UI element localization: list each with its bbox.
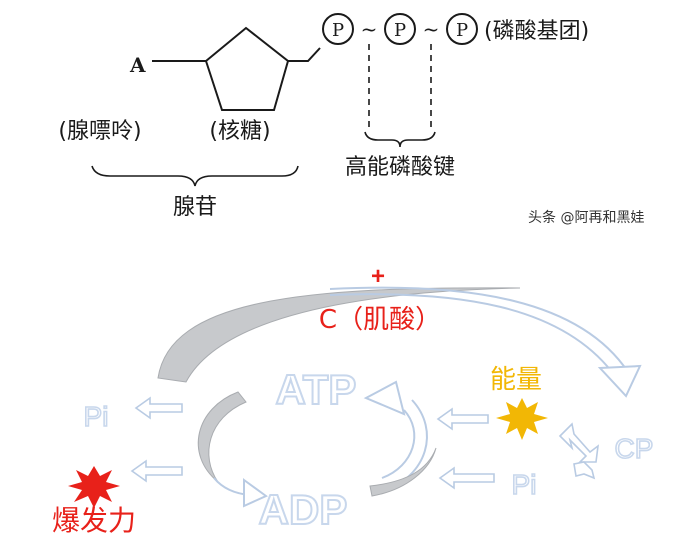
pi-input-arrow (438, 466, 495, 490)
phosphate-group-label: (磷酸基团) (484, 19, 589, 44)
atp-structure: A P ~ P ~ P (磷酸基团) (58, 13, 589, 220)
high-energy-bond-label: 高能磷酸键 (345, 155, 455, 180)
phosphate-circle (446, 13, 478, 45)
pi-left-label: Pi (84, 401, 109, 432)
high-energy-bond-brace (364, 131, 436, 148)
energy-label: 能量 (490, 365, 542, 395)
phosphate-letter: P (332, 20, 344, 41)
adenosine-label: 腺苷 (173, 195, 217, 220)
energy-star-icon (496, 398, 548, 440)
phosphate-circle (384, 13, 416, 45)
phosphate-letter: P (456, 20, 468, 41)
energy-release-arrow (130, 459, 183, 483)
pi-right-label: Pi (512, 469, 537, 500)
burst-star-icon (68, 466, 120, 508)
cp-label: CP (615, 433, 654, 464)
adenosine-brace (91, 165, 299, 187)
energy-input-arrow (436, 407, 489, 431)
energy-cycle: + C（肌酸） ATP ADP Pi 爆发力 (52, 263, 654, 536)
adp-label: ADP (259, 486, 348, 533)
high-energy-bond-tilde-1: ~ (361, 17, 378, 41)
pi-release-arrow (134, 396, 183, 420)
cycle-arc-right-outline-inner (381, 409, 416, 479)
cycle-arc-left-arrowhead (243, 478, 268, 508)
phosphate-circle (322, 13, 354, 45)
creatine-arc-arrowhead (597, 364, 642, 398)
watermark-text: 头条 @阿再和黑娃 (528, 209, 644, 226)
ribose-pentagon (204, 26, 290, 111)
creatine-arc-outline-inner (329, 293, 613, 373)
phosphate-letter: P (394, 20, 406, 41)
cp-exchange-arrow-upper (558, 422, 600, 463)
ribose-label: (核糖) (209, 119, 270, 144)
high-energy-bond-tilde-2: ~ (423, 17, 440, 41)
creatine-arc-outline-outer (329, 286, 629, 373)
creatine-label: C（肌酸） (319, 305, 441, 335)
phosphate-3: P (446, 13, 478, 45)
cycle-arc-right-gray (369, 447, 437, 497)
plus-sign: + (371, 263, 385, 290)
cp-exchange-arrow-lower (573, 461, 596, 480)
phosphate-2: P (384, 13, 416, 45)
burst-label: 爆发力 (52, 504, 136, 536)
cycle-arc-right-arrowhead (363, 380, 406, 416)
cycle-arc-left-gray (197, 391, 247, 483)
ribose-phosphate-bond (288, 47, 321, 62)
creatine-arc-gray (157, 287, 521, 383)
phosphate-1: P (322, 13, 354, 45)
adenine-letter: A (129, 53, 146, 77)
atp-label: ATP (276, 366, 357, 413)
adenine-label: (腺嘌呤) (58, 119, 141, 144)
